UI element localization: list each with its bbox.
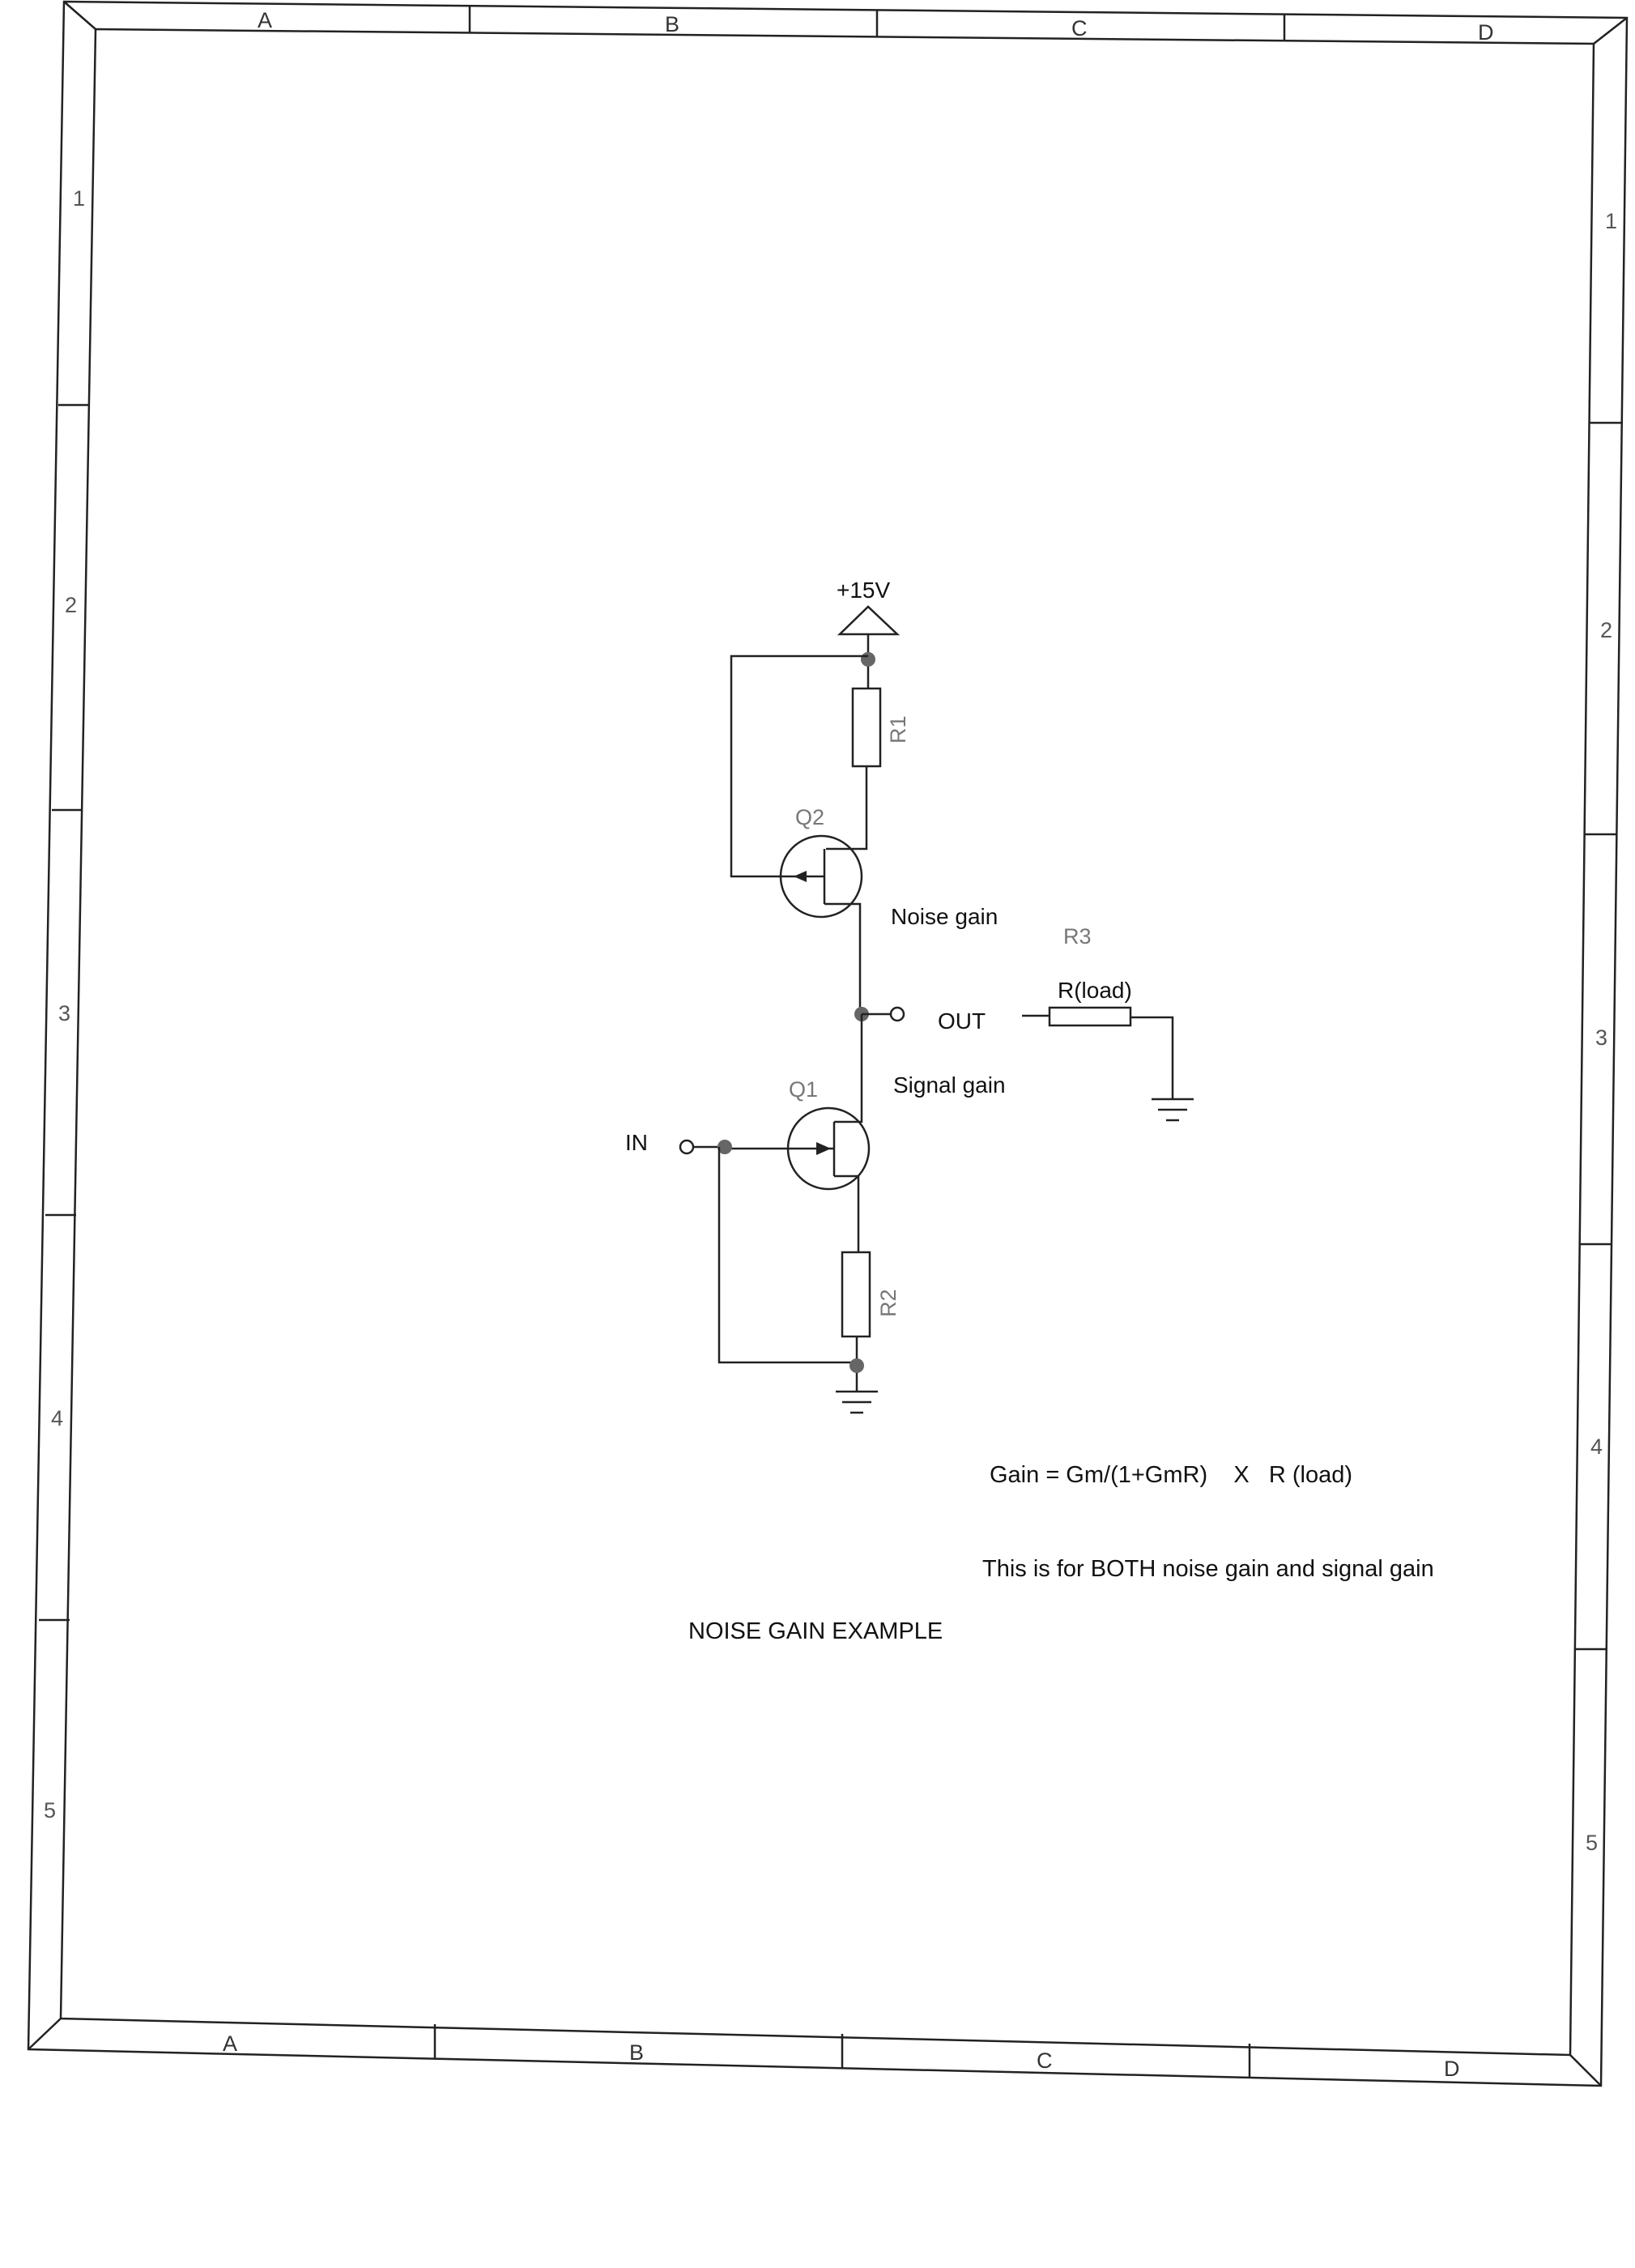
zone-bottom-b: B [629,2040,644,2065]
q2-label: Q2 [795,805,824,829]
zone-bottom-a: A [223,2031,237,2056]
q2-transistor-icon [779,834,863,919]
rload-label: R(load) [1058,978,1132,1003]
zone-left-2: 2 [65,593,77,617]
r2-resistor [841,1251,871,1338]
zone-left-1: 1 [73,186,85,211]
wire [824,902,862,1014]
supply-label: +15V [837,578,890,603]
ground-icon [1152,1098,1194,1122]
zone-top-b: B [665,12,679,36]
r3-label: R3 [1063,924,1092,949]
out-terminal [889,1006,905,1022]
drawing-frame [27,0,1629,2087]
frame-corner-tr [1593,17,1628,45]
wire [1130,1016,1174,1099]
zone-top-d: D [1478,20,1494,45]
zone-right-1: 1 [1605,209,1617,233]
both-gain-note: This is for BOTH noise gain and signal g… [982,1556,1434,1582]
wire [834,1111,863,1123]
zone-labels: A B C D A B C D 1 2 3 4 5 1 2 3 4 5 [44,8,1617,2081]
in-terminal [679,1139,695,1155]
r2-label: R2 [876,1289,901,1317]
outer-frame [27,0,1629,2087]
wire [717,1147,857,1364]
supply-triangle-icon [837,605,901,636]
gain-formula: Gain = Gm/(1+GmR) X R (load) [990,1462,1352,1488]
wire [730,654,868,878]
r1-resistor [851,687,882,768]
zone-right-4: 4 [1590,1435,1603,1459]
zone-bottom-c: C [1037,2048,1053,2073]
frame-corner-br [1569,2054,1602,2087]
junction-dot [861,652,875,667]
q1-arrow-icon [816,1142,831,1155]
frame-corner-bl [28,2018,62,2050]
in-label: IN [625,1130,648,1155]
zone-left-5: 5 [44,1798,56,1823]
zone-right-5: 5 [1586,1831,1598,1855]
drawing-title: NOISE GAIN EXAMPLE [688,1618,943,1644]
notes: Gain = Gm/(1+GmR) X R (load) This is for… [688,1462,1434,1644]
q1-label: Q1 [789,1077,818,1102]
q2-arrow-icon [794,871,807,882]
frame-corner-tl [63,1,96,30]
ground-icon [836,1390,878,1414]
zone-top-c: C [1071,16,1088,40]
r3-resistor [1048,1006,1132,1027]
noise-gain-label: Noise gain [891,904,998,929]
zone-left-3: 3 [58,1001,70,1025]
zone-left-4: 4 [51,1406,63,1430]
zone-right-3: 3 [1595,1025,1607,1050]
r1-label: R1 [886,715,910,744]
inner-frame [59,28,1595,2057]
wire [826,766,868,850]
zone-top-a: A [258,8,272,32]
junction-dot [849,1358,864,1373]
circuit: +15V R1 Q2 Noise gain OUT R3 R(load) [625,578,1194,1414]
junction-dot [717,1140,732,1154]
zone-right-2: 2 [1600,618,1612,642]
out-label: OUT [938,1008,986,1034]
wire [834,1174,860,1252]
signal-gain-label: Signal gain [893,1072,1006,1098]
zone-bottom-d: D [1444,2057,1460,2081]
